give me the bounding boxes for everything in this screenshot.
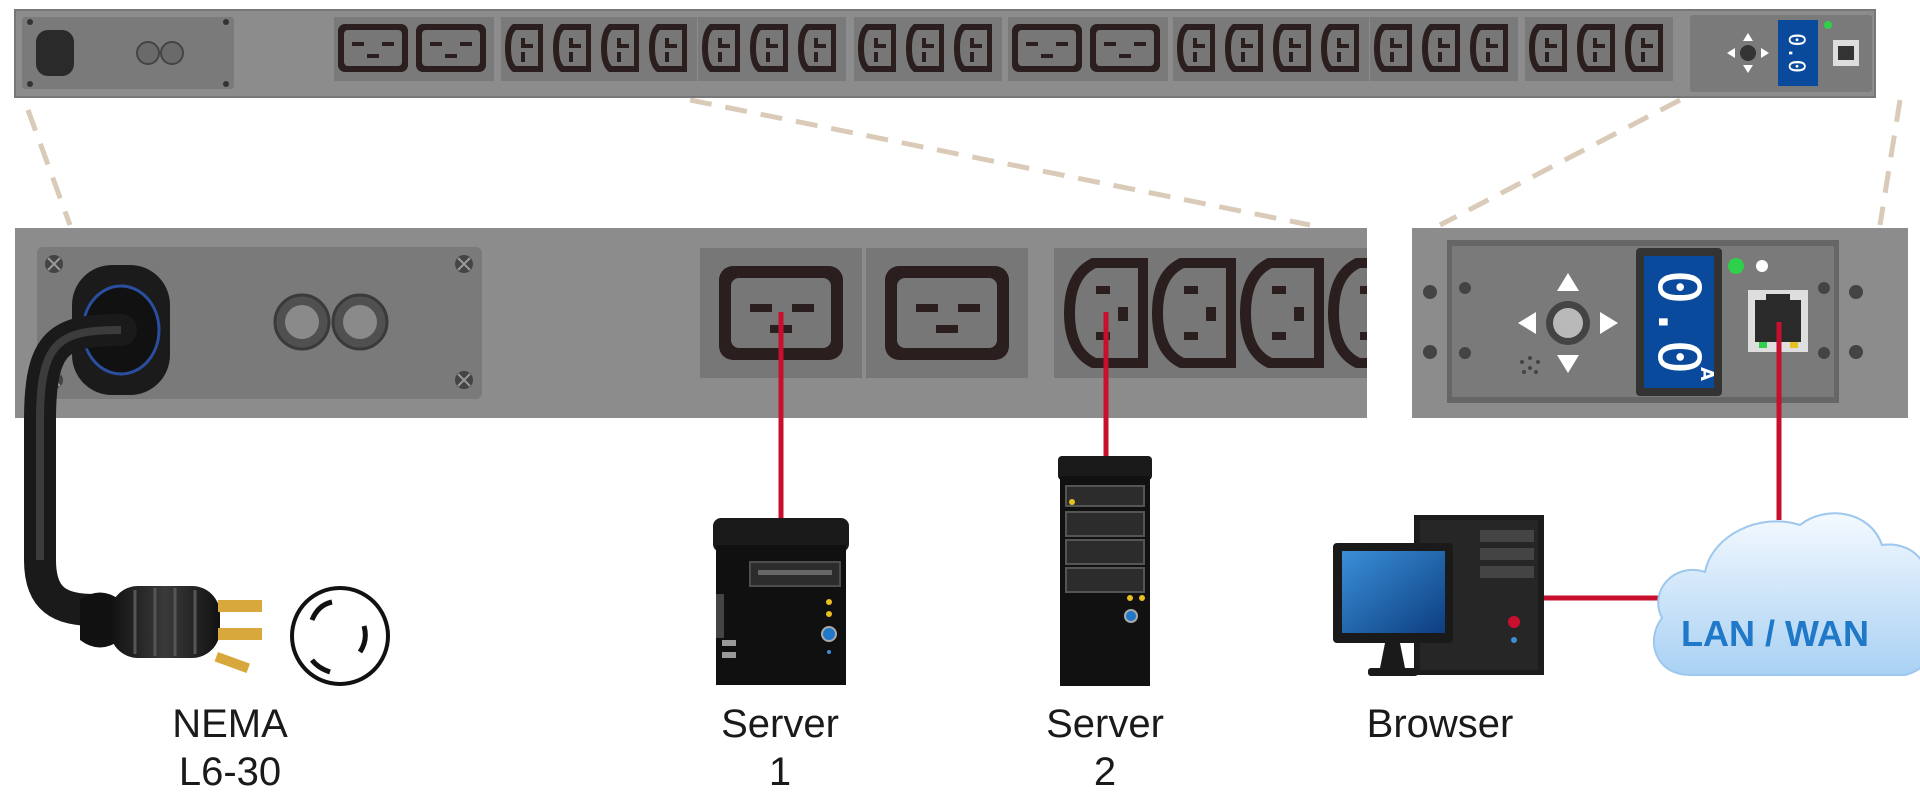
- c13-outlet: [1240, 258, 1324, 368]
- svg-text:0.0: 0.0: [1783, 33, 1808, 73]
- c13-outlet: [906, 24, 944, 72]
- nema-receptacle-icon: [290, 586, 390, 686]
- pdu-inlet-panel: [15, 228, 1367, 418]
- c19-outlet: [1012, 24, 1082, 72]
- c19-outlet: [338, 24, 408, 72]
- c13-outlet: [601, 24, 639, 72]
- zoom-guide-lines: [25, 97, 1903, 228]
- c13-outlet: [1422, 24, 1460, 72]
- navigation-joystick-icon: [1518, 273, 1618, 373]
- browser-label: Browser: [1366, 702, 1514, 746]
- server-tower-icon: [713, 518, 849, 685]
- c13-outlet: [1577, 24, 1615, 72]
- power-cord: [24, 314, 137, 626]
- plug-label-line1: NEMA: [172, 702, 288, 746]
- c19-outlet: [416, 24, 486, 72]
- c13-outlet: [505, 24, 543, 72]
- c19-outlet: [885, 266, 1009, 360]
- c13-outlet: [1152, 258, 1236, 368]
- c13-outlet: [1225, 24, 1263, 72]
- server1-label-line2: 1: [768, 750, 792, 794]
- c19-outlet: [1090, 24, 1160, 72]
- c13-outlet: [798, 24, 836, 72]
- c13-outlet: [1328, 258, 1367, 368]
- desktop-computer-icon: [1333, 515, 1544, 676]
- pdu-overview-strip: 0.0: [14, 9, 1876, 98]
- current-display: [1644, 256, 1714, 388]
- server1-label-line1: Server: [721, 702, 839, 746]
- c13-outlet: [954, 24, 992, 72]
- c13-outlet: [1177, 24, 1215, 72]
- c13-outlet: [1321, 24, 1359, 72]
- network-cables: [778, 312, 1782, 601]
- ethernet-port-icon: [1748, 290, 1808, 352]
- server-tower-icon: [1058, 456, 1152, 686]
- breaker-buttons: [273, 293, 389, 351]
- current-display-unit: A: [1696, 367, 1717, 381]
- pdu-control-panel: 0.0 A: [1412, 228, 1908, 418]
- cloud-icon: [1652, 512, 1920, 676]
- c13-outlet: [1625, 24, 1663, 72]
- c13-outlet: [1374, 24, 1412, 72]
- server2-label-line2: 2: [1093, 750, 1117, 794]
- c13-outlet: [750, 24, 788, 72]
- status-led: [1728, 258, 1744, 274]
- c13-outlet: [1273, 24, 1311, 72]
- network-label: LAN / WAN: [1681, 613, 1869, 654]
- c13-outlet: [649, 24, 687, 72]
- c13-outlet: [1529, 24, 1567, 72]
- c13-outlet: [702, 24, 740, 72]
- server2-label-line1: Server: [1046, 702, 1164, 746]
- c13-outlet: [553, 24, 591, 72]
- c13-outlet: [858, 24, 896, 72]
- plug-label-line2: L6-30: [178, 750, 282, 794]
- c13-outlet: [1470, 24, 1508, 72]
- outlet-groups: [334, 17, 1673, 81]
- current-display-value: 0.0: [1645, 270, 1713, 375]
- nema-plug-icon: [80, 586, 262, 674]
